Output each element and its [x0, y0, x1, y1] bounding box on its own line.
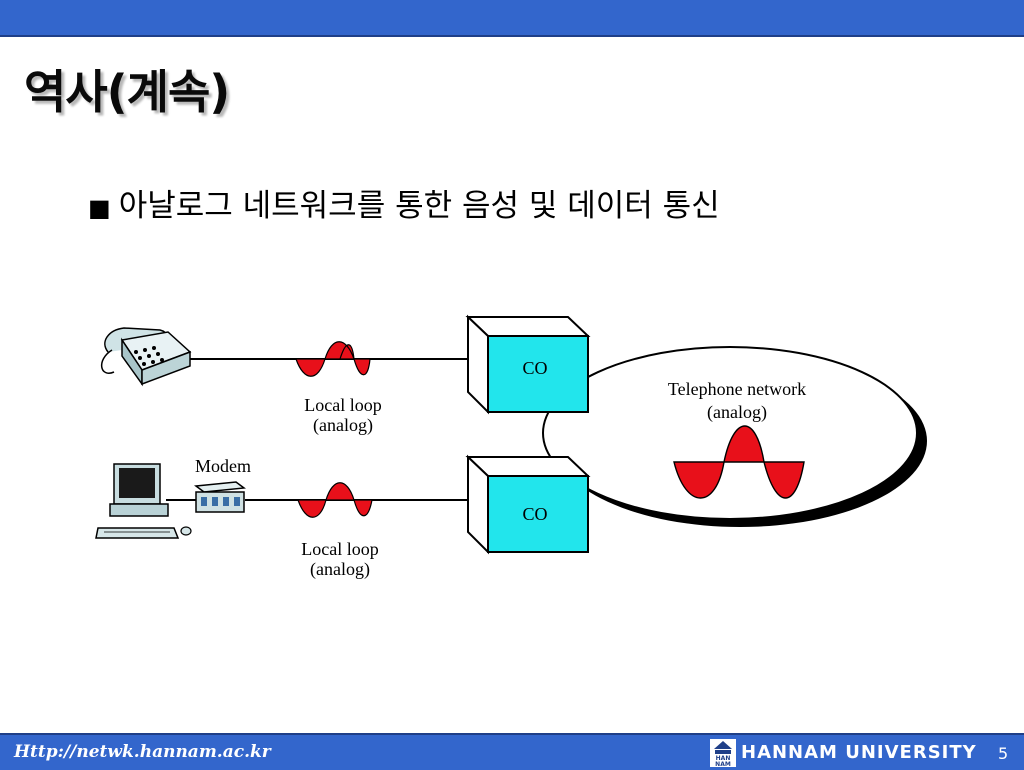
telephone-network-cloud [542, 346, 918, 520]
footer-bar: Http://netwk.hannam.ac.kr HAN NAM HANNAM… [0, 733, 1024, 770]
wave-top-loop-fill [295, 341, 371, 377]
wave-network-fill [673, 425, 805, 499]
slide-title: 역사(계속) [24, 65, 230, 119]
local-loop-top-label: Local loop [304, 395, 381, 415]
modem-icon [194, 481, 246, 513]
computer-icon [95, 463, 192, 539]
co-bottom-label: CO [522, 504, 547, 524]
telephone-icon [101, 327, 192, 387]
hannam-logo-icon: HAN NAM [710, 739, 736, 767]
bullet-point: ■아날로그 네트워크를 통한 음성 및 데이터 통신 [88, 180, 720, 225]
wave-bottom-loop-fill [297, 482, 373, 518]
local-loop-bottom-label: Local loop [301, 539, 378, 559]
page-number: 5 [998, 744, 1009, 763]
local-loop-top-sublabel: (analog) [313, 415, 373, 436]
bullet-text: 아날로그 네트워크를 통한 음성 및 데이터 통신 [118, 188, 720, 224]
local-loop-bottom-sublabel: (analog) [310, 559, 370, 580]
co-box-bottom: CO [465, 454, 591, 555]
co-box-top: CO [465, 314, 591, 415]
bullet-marker: ■ [88, 194, 111, 222]
network-sublabel: (analog) [707, 402, 767, 423]
svg-text:HAN: HAN [716, 755, 731, 762]
university-name: HANNAM UNIVERSITY [741, 742, 977, 763]
svg-text:NAM: NAM [715, 761, 731, 767]
footer-url-link[interactable]: Http://netwk.hannam.ac.kr [14, 742, 271, 762]
co-top-label: CO [522, 358, 547, 378]
top-bar [0, 0, 1024, 37]
network-label: Telephone network [668, 379, 806, 399]
modem-label: Modem [195, 456, 251, 476]
